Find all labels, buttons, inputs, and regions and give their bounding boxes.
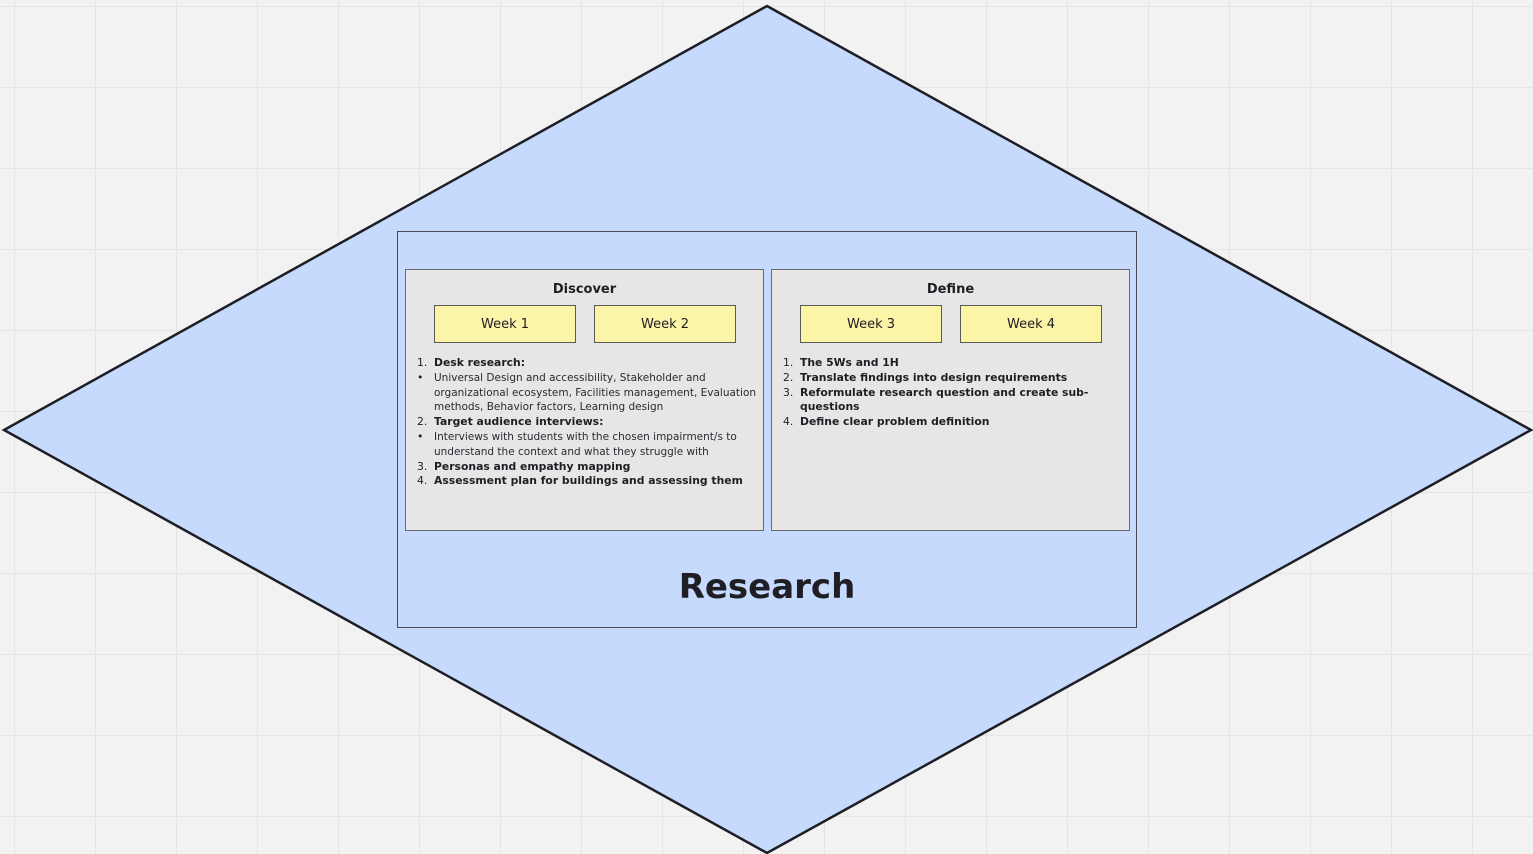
list-item: 4. Define clear problem definition — [783, 415, 1127, 430]
list-item-text: Translate findings into design requireme… — [800, 370, 1068, 384]
list-item-text: Target audience interviews: — [434, 415, 604, 429]
list-marker: 4. — [783, 415, 794, 429]
diamond-polygon — [1, 4, 1533, 854]
list-marker: 2. — [417, 415, 428, 429]
list-item-text: Interviews with students with the chosen… — [434, 430, 737, 458]
research-frame[interactable] — [397, 231, 1137, 628]
list-item: 2. Target audience interviews: — [417, 415, 761, 430]
list-item-text: Desk research: — [434, 356, 526, 369]
list-item: 1. Desk research: — [417, 356, 761, 371]
list-item: 3. Reformulate research question and cre… — [783, 386, 1127, 416]
list-item-text: The 5Ws and 1H — [800, 356, 899, 369]
list-marker: 4. — [417, 474, 428, 488]
list-item: • Interviews with students with the chos… — [417, 430, 761, 460]
research-title: Research — [678, 567, 856, 607]
define-item-list: 1. The 5Ws and 1H 2. Translate findings … — [783, 356, 1127, 430]
phase-card-define[interactable]: Define Week 3 Week 4 1. The 5Ws and 1H 2… — [771, 269, 1130, 531]
sticky-note-week-1[interactable]: Week 1 — [434, 305, 576, 343]
list-marker: 1. — [783, 356, 794, 369]
phase-title: Discover — [552, 282, 617, 297]
discover-item-list: 1. Desk research: • Universal Design and… — [417, 356, 761, 489]
list-item-text: Reformulate research question and create… — [800, 385, 1089, 414]
list-marker: 3. — [783, 385, 794, 399]
list-item: • Universal Design and accessibility, St… — [417, 371, 761, 415]
bullet-marker: • — [417, 429, 424, 443]
phase-title: Define — [926, 282, 975, 297]
sticky-note-week-2[interactable]: Week 2 — [594, 305, 736, 343]
list-item-text: Universal Design and accessibility, Stak… — [434, 371, 757, 414]
list-item-text: Assessment plan for buildings and assess… — [434, 474, 743, 488]
list-marker: 3. — [417, 459, 428, 473]
sticky-note-week-4[interactable]: Week 4 — [960, 305, 1102, 343]
phase-card-discover[interactable]: Discover Week 1 Week 2 1. Desk research:… — [405, 269, 764, 531]
list-item: 1. The 5Ws and 1H — [783, 356, 1127, 371]
list-item-text: Personas and empathy mapping — [434, 459, 631, 473]
list-item-text: Define clear problem definition — [800, 415, 990, 429]
list-item: 4. Assessment plan for buildings and ass… — [417, 474, 761, 489]
bullet-marker: • — [417, 370, 424, 384]
list-item: 3. Personas and empathy mapping — [417, 460, 761, 475]
list-item: 2. Translate findings into design requir… — [783, 371, 1127, 386]
list-marker: 2. — [783, 370, 794, 384]
sticky-note-week-3[interactable]: Week 3 — [800, 305, 942, 343]
list-marker: 1. — [417, 356, 428, 369]
